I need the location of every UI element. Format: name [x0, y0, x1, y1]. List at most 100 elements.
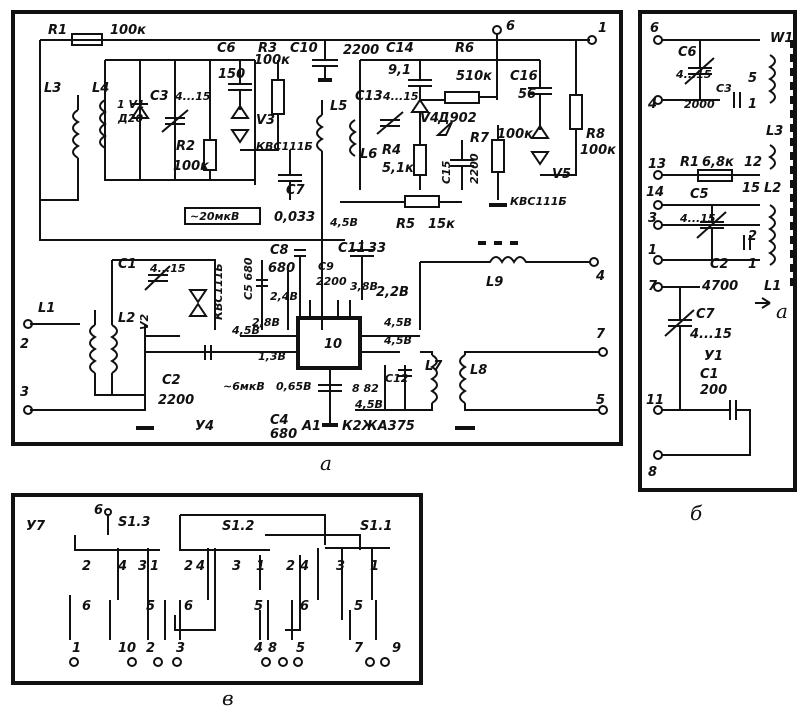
- svg-text:C2: C2: [710, 257, 729, 272]
- svg-text:C13: C13: [355, 89, 383, 104]
- svg-text:S1.2: S1.2: [222, 519, 254, 534]
- svg-text:4,5В: 4,5В: [329, 216, 358, 229]
- svg-text:6: 6: [94, 503, 103, 518]
- svg-text:6: 6: [650, 21, 659, 36]
- panel-b-frame: [638, 10, 797, 492]
- svg-text:C2: C2: [162, 373, 181, 388]
- svg-text:2,8В: 2,8В: [252, 316, 280, 329]
- svg-text:1: 1: [256, 559, 265, 574]
- svg-text:R7: R7: [470, 131, 490, 146]
- svg-text:L7: L7: [425, 359, 443, 374]
- svg-text:5: 5: [146, 599, 155, 614]
- svg-text:1: 1: [648, 243, 657, 258]
- svg-text:8: 8: [268, 641, 277, 656]
- svg-text:КВС111Б: КВС111Б: [256, 140, 313, 153]
- svg-text:C7: C7: [696, 307, 716, 322]
- svg-text:2000: 2000: [684, 98, 715, 111]
- svg-text:5: 5: [254, 599, 263, 614]
- svg-text:11: 11: [646, 393, 664, 408]
- svg-text:5,1к: 5,1к: [382, 161, 415, 176]
- svg-text:У7: У7: [26, 519, 46, 534]
- svg-text:2: 2: [748, 229, 757, 244]
- panel-c-diagram: [69, 508, 390, 667]
- svg-text:100к: 100к: [580, 143, 617, 158]
- svg-text:2200: 2200: [316, 275, 347, 288]
- svg-text:2: 2: [286, 559, 295, 574]
- svg-text:7: 7: [354, 641, 364, 656]
- svg-text:L5: L5: [330, 99, 347, 114]
- svg-text:C1: C1: [118, 257, 137, 272]
- svg-text:100к: 100к: [497, 127, 534, 142]
- svg-text:1: 1: [598, 21, 607, 36]
- svg-text:2: 2: [82, 559, 91, 574]
- svg-text:L1: L1: [38, 301, 55, 316]
- svg-text:4,5В: 4,5В: [231, 324, 260, 337]
- svg-text:3: 3: [20, 385, 29, 400]
- svg-text:C1: C1: [700, 367, 719, 382]
- svg-text:R4: R4: [382, 143, 401, 158]
- svg-text:2: 2: [20, 337, 29, 352]
- svg-text:V2: V2: [138, 313, 151, 330]
- svg-text:7: 7: [648, 279, 658, 294]
- svg-text:4,5В: 4,5В: [383, 316, 412, 329]
- svg-text:200: 200: [700, 383, 727, 398]
- svg-text:0,65В: 0,65В: [276, 380, 312, 393]
- svg-text:V5: V5: [552, 167, 571, 182]
- svg-text:4...15: 4...15: [689, 327, 732, 342]
- svg-text:R1: R1: [48, 23, 67, 38]
- svg-text:C3: C3: [150, 89, 169, 104]
- svg-text:C8: C8: [270, 243, 289, 258]
- svg-text:Д20: Д20: [117, 112, 143, 125]
- svg-text:L8: L8: [470, 363, 487, 378]
- svg-text:2: 2: [184, 559, 193, 574]
- svg-text:56: 56: [518, 87, 536, 102]
- svg-text:У4: У4: [195, 419, 214, 434]
- svg-text:1: 1: [748, 97, 757, 112]
- svg-text:C6: C6: [678, 45, 697, 60]
- svg-text:100к: 100к: [254, 53, 291, 68]
- svg-text:6: 6: [506, 19, 515, 34]
- svg-text:C11: C11: [338, 241, 366, 256]
- svg-text:L3: L3: [766, 124, 783, 139]
- svg-text:2,2В: 2,2В: [376, 285, 409, 300]
- svg-text:C14: C14: [386, 41, 414, 56]
- svg-text:5: 5: [354, 599, 363, 614]
- svg-text:C15: C15: [440, 160, 453, 184]
- svg-text:680: 680: [268, 261, 295, 276]
- svg-text:3: 3: [336, 559, 345, 574]
- svg-text:10: 10: [324, 337, 342, 352]
- svg-text:4: 4: [595, 269, 605, 284]
- svg-text:L6: L6: [360, 147, 377, 162]
- svg-text:L2: L2: [118, 311, 135, 326]
- svg-text:S1.1: S1.1: [360, 519, 392, 534]
- svg-text:1: 1: [150, 559, 159, 574]
- panel-c-caption: в: [222, 686, 234, 710]
- svg-text:C9: C9: [318, 260, 334, 273]
- svg-text:4: 4: [117, 559, 127, 574]
- svg-text:15: 15: [742, 181, 760, 196]
- svg-text:L9: L9: [486, 275, 503, 290]
- svg-text:13: 13: [648, 157, 666, 172]
- svg-text:C10: C10: [290, 41, 318, 56]
- panel-b-diagram: [653, 35, 794, 460]
- svg-text:4...15: 4...15: [174, 90, 211, 103]
- svg-text:12: 12: [744, 155, 762, 170]
- svg-text:4: 4: [647, 97, 657, 112]
- svg-text:4...15: 4...15: [675, 68, 712, 81]
- svg-text:~20мкВ: ~20мкВ: [190, 210, 239, 223]
- svg-text:8 82: 8 82: [352, 382, 379, 395]
- svg-text:R5: R5: [396, 217, 415, 232]
- svg-text:3,8В: 3,8В: [350, 280, 378, 293]
- svg-text:Д902: Д902: [437, 111, 477, 126]
- svg-text:2,4В: 2,4В: [270, 290, 298, 303]
- svg-text:S1.3: S1.3: [118, 515, 150, 530]
- svg-text:V3: V3: [256, 113, 275, 128]
- svg-text:C3: C3: [716, 82, 732, 95]
- svg-text:L4: L4: [92, 81, 109, 96]
- svg-text:4,5В: 4,5В: [354, 398, 383, 411]
- svg-text:R8: R8: [586, 127, 605, 142]
- panel-a-diagram: [23, 25, 608, 430]
